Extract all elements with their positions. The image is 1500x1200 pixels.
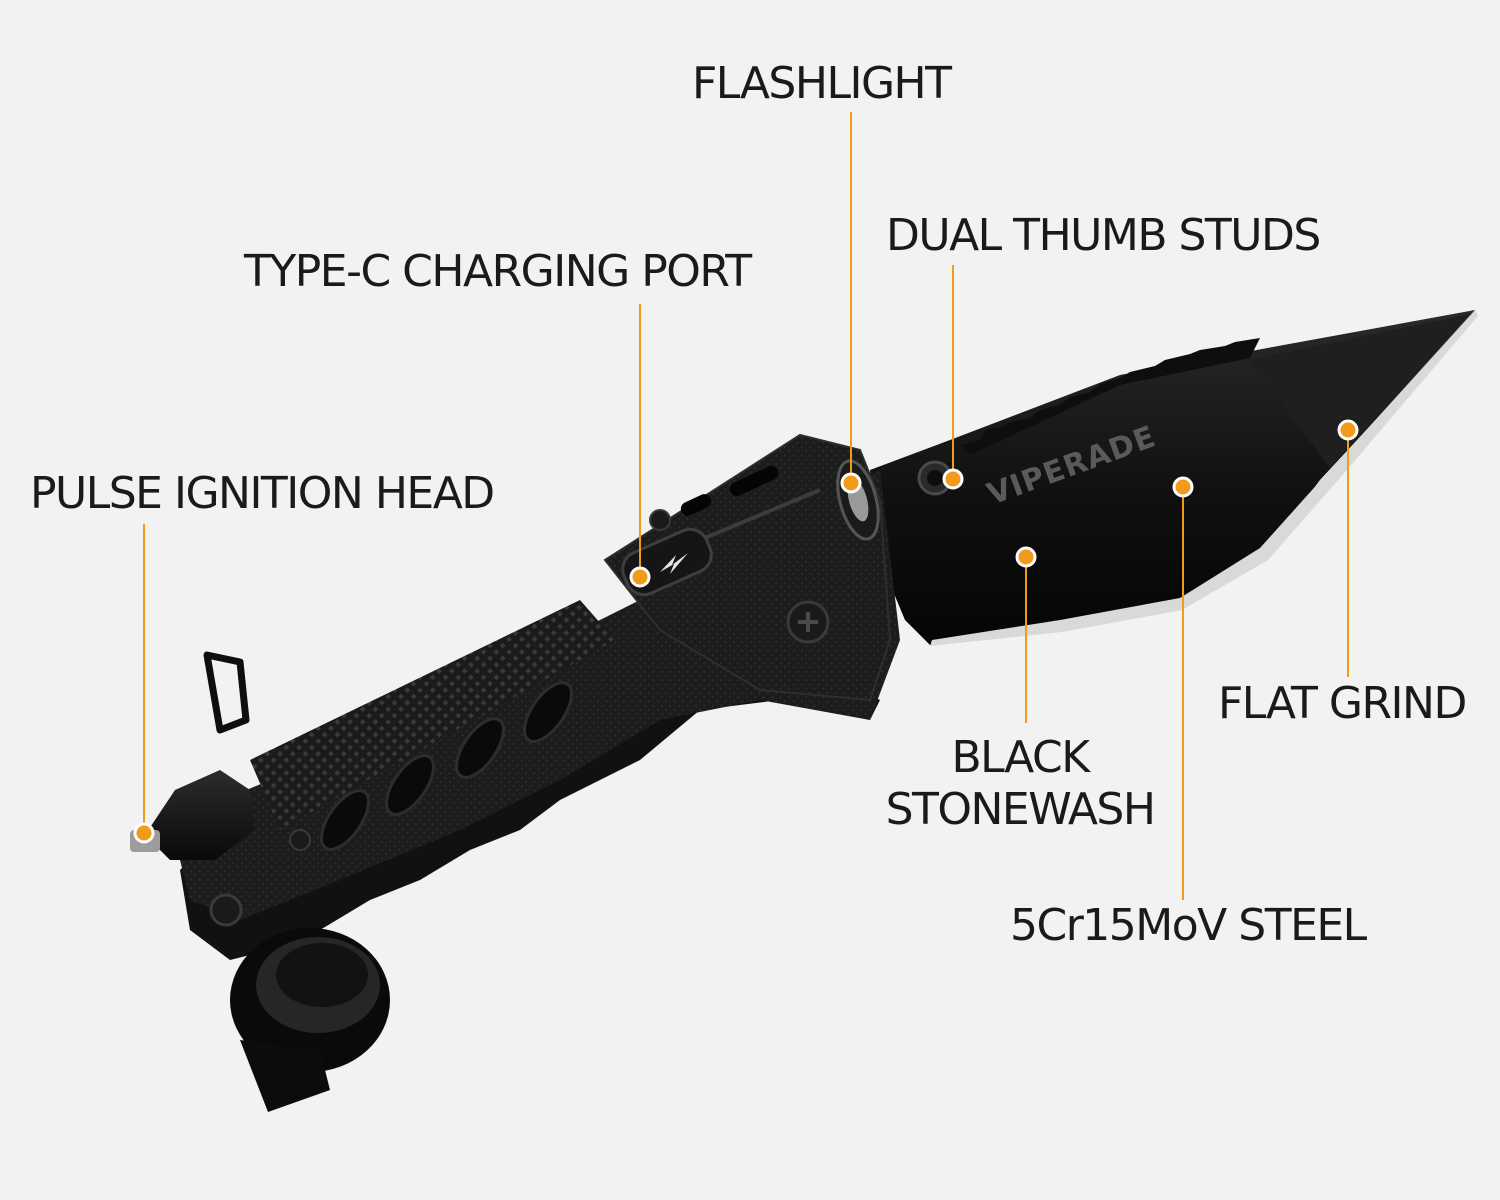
handle-grip-slots [320, 681, 573, 851]
seatbelt-cutter-ring [230, 928, 390, 1112]
callout-dot-flat-grind [1337, 419, 1359, 441]
callout-label-flat-grind: FLAT GRIND [1218, 678, 1467, 729]
callout-label-pulse-ignition-head: PULSE IGNITION HEAD [30, 468, 495, 519]
callout-label-type-c-charging-port: TYPE-C CHARGING PORT [244, 246, 752, 297]
callout-dots [133, 419, 1359, 844]
callout-lines [143, 112, 1349, 900]
callout-label-black-stonewash: BLACK STONEWASH [870, 732, 1170, 836]
callout-dot-steel [1172, 476, 1194, 498]
callout-label-flashlight: FLASHLIGHT [692, 58, 952, 109]
callout-dot-dual-thumb-studs [942, 468, 964, 490]
callout-label-black-stonewash-line-2: STONEWASH [885, 784, 1156, 835]
callout-label-black-stonewash-line-1: BLACK [951, 732, 1090, 783]
callout-dot-flashlight [840, 472, 862, 494]
lightning-bolt-icon [660, 553, 688, 574]
callout-dot-type-c-charging-port [629, 566, 651, 588]
handle-screws [209, 509, 830, 927]
thumb-stud [917, 460, 953, 496]
handle-knurled-grip [250, 600, 615, 830]
callout-label-dual-thumb-studs: DUAL THUMB STUDS [886, 210, 1321, 261]
callout-dot-pulse-ignition-head [133, 822, 155, 844]
handle-bolster-ridge [699, 488, 821, 542]
handle-top-vents [680, 465, 779, 516]
callout-dot-black-stonewash [1015, 546, 1037, 568]
blade-spine-serrations [960, 338, 1260, 455]
handle [180, 433, 900, 960]
blade-tanto-grind [1250, 314, 1470, 468]
callout-label-steel: 5Cr15MoV STEEL [1010, 900, 1367, 951]
lanyard-clip [203, 651, 250, 734]
